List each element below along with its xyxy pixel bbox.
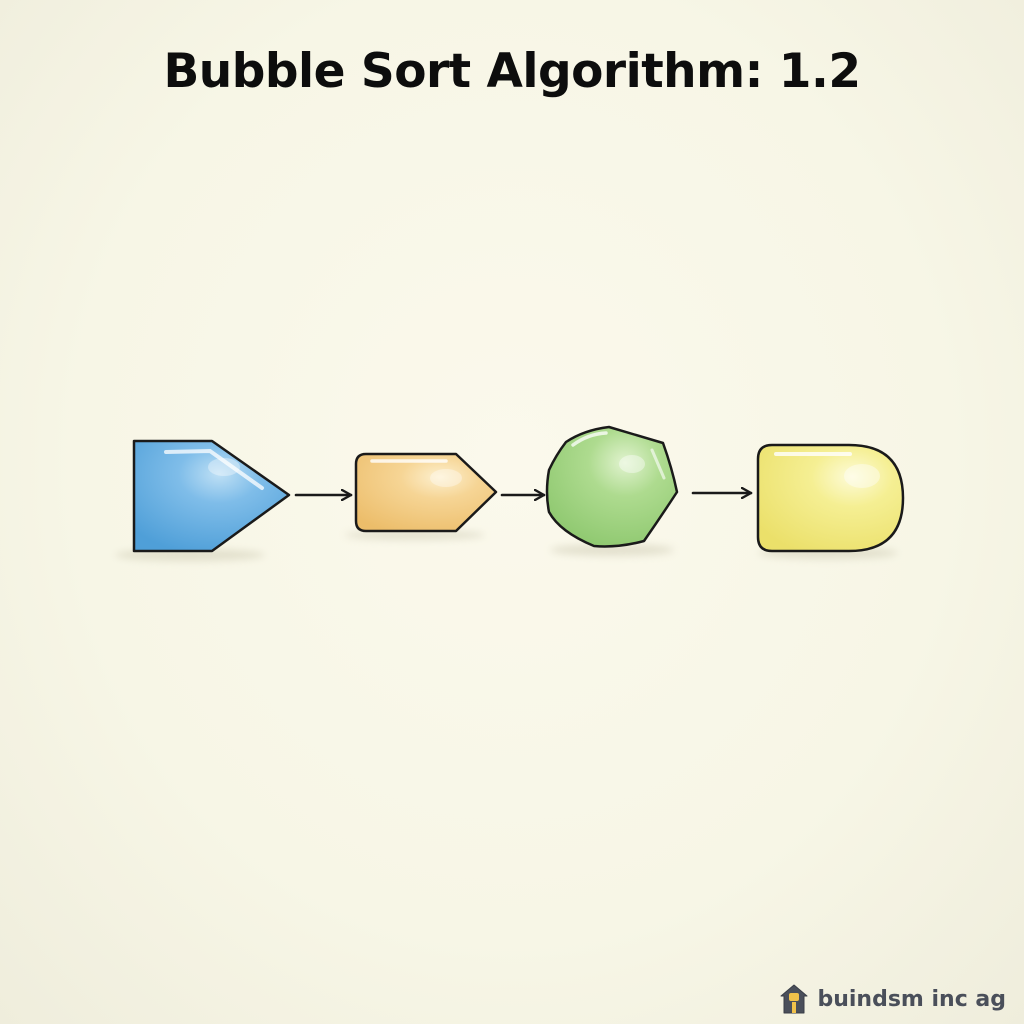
- orange-tag-node: [354, 452, 498, 533]
- yellow-capsule-node: [756, 443, 905, 553]
- page-title: Bubble Sort Algorithm: 1.2: [163, 44, 861, 99]
- house-logo-icon: [780, 984, 808, 1014]
- watermark-text: buindsm inc ag: [817, 986, 1006, 1012]
- watermark: buindsm inc ag: [777, 982, 1006, 1016]
- green-heptagon-node: [545, 425, 679, 548]
- blue-pentagon-node: [132, 439, 291, 553]
